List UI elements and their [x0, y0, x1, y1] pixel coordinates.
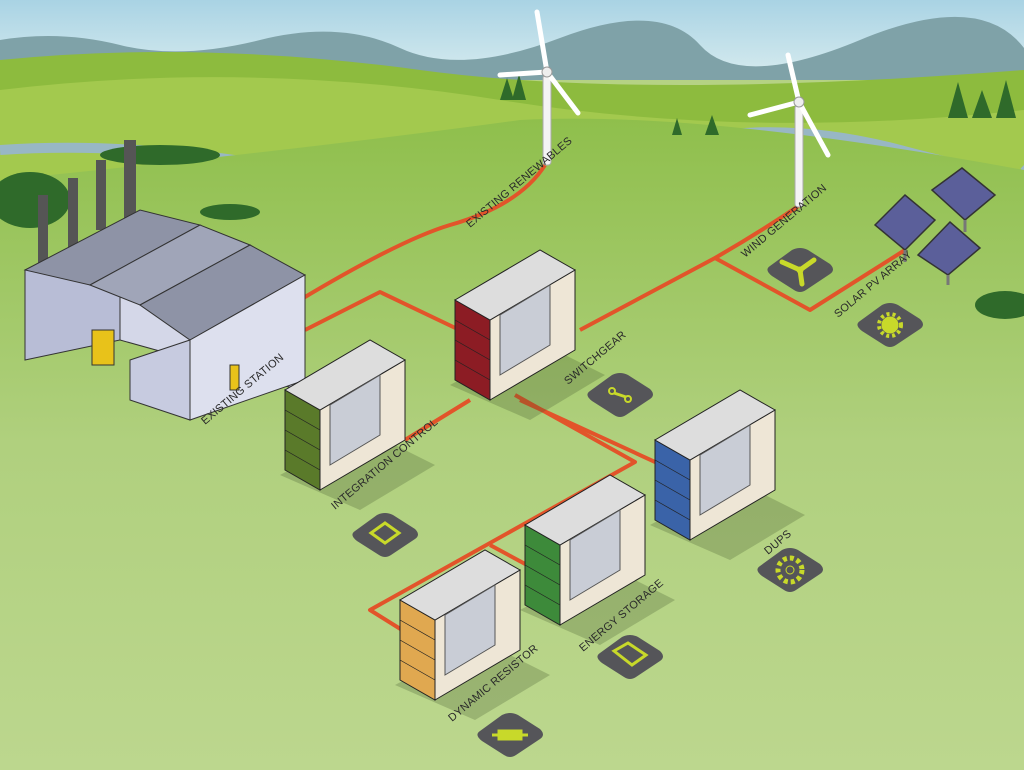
- cable-switchgear-storage-resistor: [368, 393, 637, 637]
- switch-tile: [587, 373, 653, 417]
- gear-icon: [775, 555, 805, 585]
- chimneys: [38, 140, 136, 265]
- existing-station: [23, 140, 307, 421]
- laptop-tile: [352, 513, 418, 557]
- resistor-tile: [477, 713, 543, 757]
- battery-icon: [611, 641, 649, 667]
- trees: [0, 74, 1024, 319]
- switch-icon: [608, 387, 632, 403]
- wind-turbine-tile: [767, 248, 833, 292]
- dynamic-resistor-container: [395, 549, 550, 720]
- wind-turbine: [497, 9, 581, 166]
- sun-icon: [877, 312, 903, 338]
- integration-control-container: [280, 339, 435, 510]
- wind-turbine-icon: [779, 257, 817, 287]
- wind-turbine: [747, 52, 831, 208]
- cable-station-renewables: [298, 163, 547, 302]
- cable-switchgear-wind: [579, 203, 802, 332]
- resistor-icon: [492, 729, 528, 741]
- cable-integration-control: [403, 398, 472, 442]
- solar-pv-array: [873, 167, 997, 285]
- energy-storage-container: [520, 474, 675, 645]
- switchgear-container: [450, 249, 605, 420]
- battery-tile: [597, 635, 663, 679]
- laptop-icon: [368, 521, 402, 545]
- cable-station-switchgear: [304, 290, 471, 337]
- cable-wind-solar: [714, 248, 907, 312]
- dups-container: [650, 389, 805, 560]
- gear-tile: [757, 548, 823, 592]
- sun-tile: [857, 303, 923, 347]
